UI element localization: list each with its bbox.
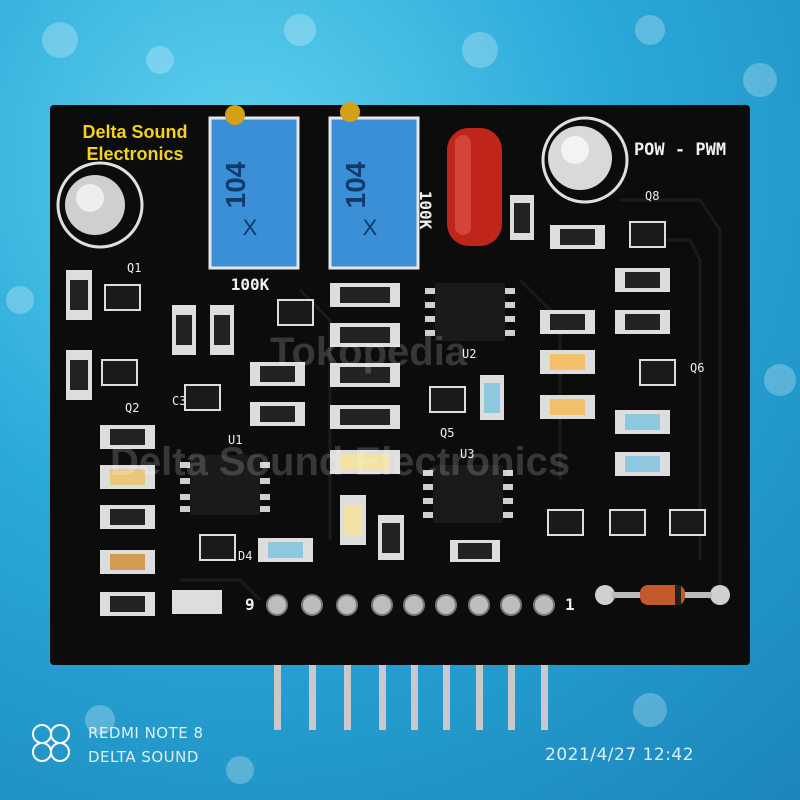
label-q2: Q2 xyxy=(125,401,139,415)
pin-pads xyxy=(266,594,555,616)
resistor-r12 xyxy=(330,283,400,307)
brand-line1: Delta Sound xyxy=(82,122,187,142)
watermark-mid: Delta Sound Electronics xyxy=(110,440,571,484)
ic-u1 xyxy=(180,455,270,515)
resistor-r20 xyxy=(540,350,595,374)
transistor-br1 xyxy=(547,509,584,536)
resistor-r1 xyxy=(66,270,92,320)
label-c3: C3 xyxy=(172,394,186,408)
pin-label-1: 1 xyxy=(565,595,575,614)
trimpot-right-x: X xyxy=(363,215,378,240)
label-q6: Q6 xyxy=(690,361,704,375)
resistor-r27 xyxy=(480,375,504,420)
smd-transistor-group xyxy=(101,221,706,561)
transistor-q6 xyxy=(639,359,676,386)
trimpot-right-value: 100K xyxy=(416,191,435,230)
camera-timestamp: 2021/4/27 12:42 xyxy=(545,745,695,765)
label-q1: Q1 xyxy=(127,261,141,275)
resistor-r5 xyxy=(100,505,155,529)
watermark-top: Tokopedia xyxy=(270,330,468,374)
trimpot-right-marking: 104 xyxy=(340,161,371,208)
resistor-r13 xyxy=(330,323,400,347)
resistor-r19 xyxy=(540,310,595,334)
bubble-wrap-background xyxy=(6,14,796,784)
transistor-q1 xyxy=(104,284,141,311)
resistor-r15 xyxy=(330,405,400,429)
smd-resistor-group xyxy=(66,195,670,616)
resistor-r23 xyxy=(615,310,670,334)
electrolytic-cap-right xyxy=(541,116,629,204)
camera-phone-model: REDMI NOTE 8 xyxy=(88,724,204,742)
trimpot-left-value: 100K xyxy=(231,275,270,294)
resistor-r29 xyxy=(510,195,534,240)
resistor-r14 xyxy=(330,363,400,387)
label-q5: Q5 xyxy=(440,426,454,440)
resistor-r4 xyxy=(100,465,155,489)
ic-u3 xyxy=(423,465,513,523)
label-u2: U2 xyxy=(462,347,476,361)
resistor-r7 xyxy=(100,592,155,616)
transistor-d4 xyxy=(199,534,236,561)
resistor-r2 xyxy=(66,350,92,400)
resistor-r21 xyxy=(540,395,595,419)
transistor-br2 xyxy=(609,509,646,536)
trimpot-left-marking: 104 xyxy=(220,161,251,208)
label-u3: U3 xyxy=(460,447,474,461)
resistor-r9 xyxy=(210,305,234,355)
diode xyxy=(595,585,730,605)
resistor-r31 xyxy=(172,590,222,614)
resistor-r17 xyxy=(340,495,366,545)
resistor-r25 xyxy=(615,452,670,476)
resistor-r8 xyxy=(172,305,196,355)
resistor-r11 xyxy=(250,402,305,426)
transistor-q2 xyxy=(101,359,138,386)
camera-owner: DELTA SOUND xyxy=(88,748,199,766)
transistor-q5 xyxy=(429,386,466,413)
brand-line2: Electronics xyxy=(86,144,183,164)
trimpot-left: 104 X xyxy=(208,105,300,270)
resistor-r26 xyxy=(258,538,313,562)
transistor-top-mid xyxy=(277,299,314,326)
resistor-r22 xyxy=(615,268,670,292)
transistor-br3 xyxy=(669,509,706,536)
resistor-r3 xyxy=(100,425,155,449)
resistor-r6 xyxy=(100,550,155,574)
camera-logo-icon xyxy=(30,722,72,764)
model-label: POW - PWM xyxy=(634,140,726,160)
pin-label-9: 9 xyxy=(245,595,255,614)
film-capacitor-red xyxy=(447,128,502,246)
transistor-q8 xyxy=(629,221,666,248)
resistor-r24 xyxy=(615,410,670,434)
transistor-c3 xyxy=(184,384,221,411)
label-u1: U1 xyxy=(228,433,242,447)
label-d4: D4 xyxy=(238,549,252,563)
electrolytic-cap-left xyxy=(56,161,144,249)
trimpot-right: 104 X xyxy=(328,102,420,270)
resistor-r30 xyxy=(450,540,500,562)
resistor-r16 xyxy=(330,450,400,474)
resistor-r18 xyxy=(378,515,404,560)
trimpot-left-x: X xyxy=(243,215,258,240)
label-q8: Q8 xyxy=(645,189,659,203)
resistor-r10 xyxy=(250,362,305,386)
resistor-r28 xyxy=(550,225,605,249)
ic-u2 xyxy=(425,283,515,341)
